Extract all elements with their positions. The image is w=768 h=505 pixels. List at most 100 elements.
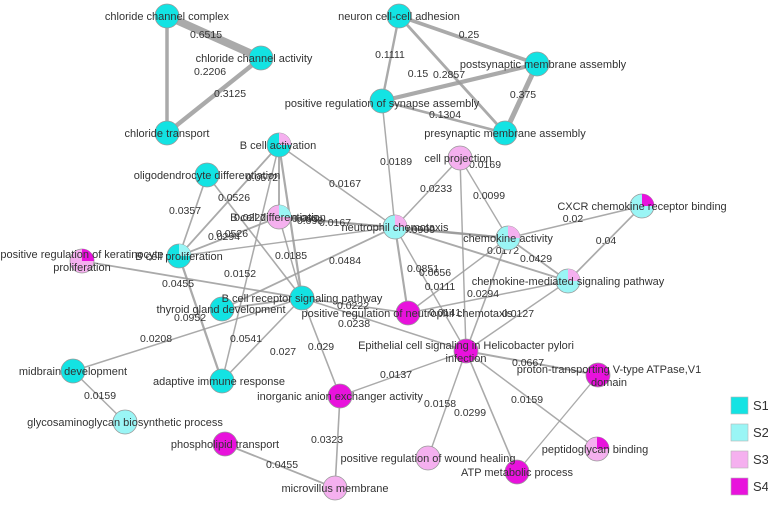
node-circle bbox=[60, 358, 86, 384]
edge-neutrophil_chemotaxis-epithelial_cell_signaling_in_helicobacter_pylori_infection bbox=[394, 226, 467, 352]
node-neuron_cell_cell_adhesion[interactable] bbox=[386, 3, 412, 29]
node-wedge bbox=[395, 215, 407, 227]
edge-chloride_channel_activity-chloride_transport bbox=[164, 55, 264, 136]
edge-weight-label: 0.0455 bbox=[162, 278, 194, 290]
edge-chemokine_activity-cxcr_chemokine_receptor_binding bbox=[507, 205, 643, 239]
node-chemokine_mediated_signaling_pathway[interactable] bbox=[555, 268, 581, 294]
edge-weight-label: 0.0159 bbox=[511, 394, 543, 406]
edge-epithelial_cell_signaling_in_helicobacter_pylori_infection-inorganic_anion_exchanger_activity bbox=[339, 350, 467, 397]
node-label: neuron cell-cell adhesion bbox=[338, 11, 460, 23]
node-thyroid_gland_development[interactable] bbox=[209, 296, 235, 322]
node-wedge bbox=[279, 133, 291, 145]
edge-weight-label: 0.6515 bbox=[190, 29, 222, 41]
node-circle bbox=[585, 362, 611, 388]
node-label: chloride channel activity bbox=[196, 53, 313, 65]
edge-weight-label: 0.0137 bbox=[380, 369, 412, 381]
edge-weight-label: 0.3125 bbox=[214, 88, 246, 100]
node-cxcr_chemokine_receptor_binding[interactable] bbox=[629, 193, 655, 219]
node-presynaptic_membrane_assembly[interactable] bbox=[492, 120, 518, 146]
node-adaptive_immune_response[interactable] bbox=[209, 368, 235, 394]
node-circle bbox=[327, 383, 353, 409]
edge-weight-label: 0.0455 bbox=[266, 459, 298, 471]
node-inorganic_anion_exchanger_activity[interactable] bbox=[327, 383, 353, 409]
edge-epithelial_cell_signaling_in_helicobacter_pylori_infection-atp_metabolic_process bbox=[465, 350, 518, 473]
legend-swatch bbox=[730, 423, 749, 442]
node-postsynaptic_membrane_assembly[interactable] bbox=[524, 51, 550, 77]
legend-item-S3: S3 bbox=[730, 450, 768, 469]
node-positive_regulation_of_synapse_assembly[interactable] bbox=[369, 88, 395, 114]
node-circle bbox=[289, 285, 315, 311]
edge-weight-label: 0.0167 bbox=[329, 178, 361, 190]
node-label: CXCR chemokine receptor binding bbox=[557, 201, 726, 213]
node-circle bbox=[194, 162, 220, 188]
node-cell_projection[interactable] bbox=[447, 145, 473, 171]
edge-weight-label: 0.0185 bbox=[275, 250, 307, 262]
node-positive_regulation_of_keratinocyte_proliferation[interactable] bbox=[69, 248, 95, 274]
edge-weight-label: 0.0167 bbox=[319, 217, 351, 229]
edge-weight-label: 0.0159 bbox=[84, 390, 116, 402]
node-wedge bbox=[642, 194, 654, 206]
node-atp_metabolic_process[interactable] bbox=[504, 459, 530, 485]
edge-oligodendrocyte_differentiation-b_cell_proliferation bbox=[178, 174, 208, 257]
node-circle bbox=[112, 409, 138, 435]
edge-chemokine_mediated_signaling_pathway-cxcr_chemokine_receptor_binding bbox=[567, 205, 643, 282]
legend-item-S1: S1 bbox=[730, 396, 768, 415]
edge-weight-label: 0.0099 bbox=[473, 190, 505, 202]
node-microvillus_membrane[interactable] bbox=[322, 475, 348, 501]
node-label: midbrain development bbox=[19, 366, 127, 378]
edge-weight-label: 0.2857 bbox=[433, 69, 465, 81]
edge-cell_projection-neutrophil_chemotaxis bbox=[394, 157, 461, 228]
node-circle bbox=[154, 120, 180, 146]
edge-weight-label: 0.029 bbox=[308, 341, 334, 353]
node-epithelial_cell_signaling_in_helicobacter_pylori_infection[interactable] bbox=[453, 338, 479, 364]
edge-b_cell_receptor_signaling_pathway-positive_regulation_of_neutrophil_chemotaxis bbox=[301, 297, 409, 314]
edge-weight-label: 0.25 bbox=[459, 29, 480, 41]
node-b_cell_activation[interactable] bbox=[266, 132, 292, 158]
node-chloride_channel_complex[interactable] bbox=[154, 3, 180, 29]
edge-b_cell_receptor_signaling_pathway-thyroid_gland_development bbox=[221, 297, 303, 310]
node-oligodendrocyte_differentiation[interactable] bbox=[194, 162, 220, 188]
node-chemokine_activity[interactable] bbox=[495, 225, 521, 251]
node-label: chemokine activity bbox=[463, 233, 553, 245]
node-b_cell_proliferation[interactable] bbox=[166, 243, 192, 269]
edge-positive_regulation_of_synapse_assembly-presynaptic_membrane_assembly bbox=[380, 99, 507, 135]
node-chloride_channel_activity[interactable] bbox=[248, 45, 274, 71]
node-label: oligodendrocyte differentiation bbox=[134, 170, 281, 182]
node-proton_transporting_v_type_atpase_v1_domain[interactable] bbox=[585, 362, 611, 388]
node-b_cell_receptor_signaling_pathway[interactable] bbox=[289, 285, 315, 311]
node-circle bbox=[524, 51, 550, 77]
edge-weight-label: 0.0169 bbox=[469, 159, 501, 171]
node-circle bbox=[415, 445, 441, 471]
node-label: phospholipid transport bbox=[171, 439, 279, 451]
node-positive_regulation_of_neutrophil_chemotaxis[interactable] bbox=[395, 300, 421, 326]
edge-weight-label: 0.0526 bbox=[218, 192, 250, 204]
edge-neuron_cell_cell_adhesion-presynaptic_membrane_assembly bbox=[397, 14, 507, 135]
edge-proton_transporting_v_type_atpase_v1_domain-atp_metabolic_process bbox=[516, 374, 599, 473]
node-chloride_transport[interactable] bbox=[154, 120, 180, 146]
node-circle bbox=[504, 459, 530, 485]
node-peptidoglycan_binding[interactable] bbox=[584, 436, 610, 462]
node-b_cell_differentiation[interactable] bbox=[266, 204, 292, 230]
edge-weight-label: 0.0294 bbox=[467, 288, 499, 300]
edge-postsynaptic_membrane_assembly-presynaptic_membrane_assembly bbox=[502, 61, 540, 136]
edge-b_cell_proliferation-adaptive_immune_response bbox=[177, 254, 224, 383]
node-circle bbox=[154, 3, 180, 29]
legend-label: S3 bbox=[753, 452, 768, 467]
edge-weight-label: 0.0208 bbox=[140, 333, 172, 345]
legend-item-S2: S2 bbox=[730, 423, 768, 442]
edge-weight-label: 0.02 bbox=[563, 213, 584, 225]
node-phospholipid_transport[interactable] bbox=[212, 431, 238, 457]
edge-weight-label: 0.0299 bbox=[454, 407, 486, 419]
node-positive_regulation_of_wound_healing[interactable] bbox=[415, 445, 441, 471]
node-circle bbox=[453, 338, 479, 364]
legend-label: S4 bbox=[753, 479, 768, 494]
node-neutrophil_chemotaxis[interactable] bbox=[382, 214, 408, 240]
edge-epithelial_cell_signaling_in_helicobacter_pylori_infection-peptidoglycan_binding bbox=[465, 350, 598, 450]
node-label: cell projection bbox=[424, 153, 491, 165]
legend-swatch bbox=[730, 450, 749, 469]
node-glycosaminoglycan_biosynthetic_process[interactable] bbox=[112, 409, 138, 435]
node-circle bbox=[369, 88, 395, 114]
node-midbrain_development[interactable] bbox=[60, 358, 86, 384]
